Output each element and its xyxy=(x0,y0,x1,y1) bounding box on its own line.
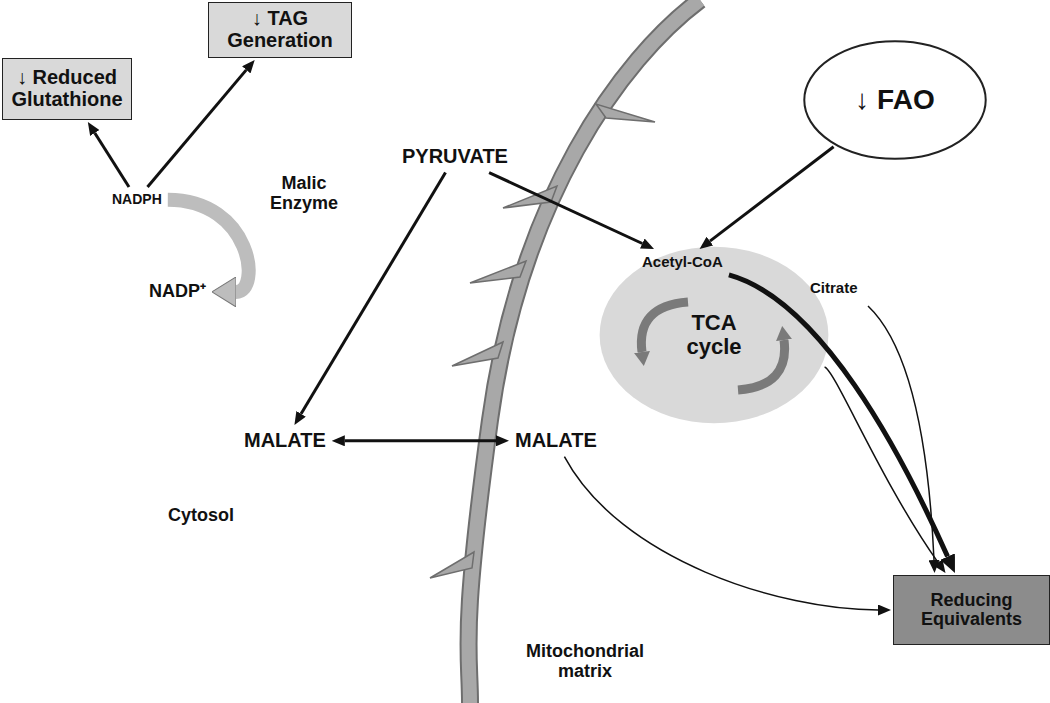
process-ellipse: ↓ FAO xyxy=(803,40,987,160)
mitochondrial-membrane xyxy=(430,0,700,703)
cycle-arrows xyxy=(641,302,784,390)
node-text: PYRUVATE xyxy=(402,146,508,168)
node-text: MALATE xyxy=(515,430,597,452)
flux-arrow xyxy=(489,173,642,244)
node-text: MALATE xyxy=(244,430,326,452)
outcome-box: ↓ TAG Generation xyxy=(208,2,352,58)
reaction-arrow xyxy=(168,200,249,292)
metabolite-node: PYRUVATE xyxy=(400,145,510,169)
node-text: ↓ Reduced Glutathione xyxy=(8,67,126,110)
metabolite-node: Acetyl-CoA xyxy=(640,253,725,271)
citrate-line xyxy=(868,306,934,560)
metabolite-node: MALATE xyxy=(513,429,599,453)
output-box: Reducing Equivalents xyxy=(893,575,1050,645)
node-text: Reducing Equivalents xyxy=(899,591,1044,630)
node-text: ↓ TAG Generation xyxy=(214,8,346,51)
flux-arrow xyxy=(825,367,938,562)
compartment-label: Cytosol xyxy=(168,506,234,526)
flux-arrow xyxy=(95,133,129,187)
compartment-label: Mitochondrial matrix xyxy=(508,642,662,682)
flux-arrow xyxy=(301,173,445,414)
flux-arrow xyxy=(564,457,878,610)
flux-arrow xyxy=(729,275,948,557)
enzyme-label: Malic Enzyme xyxy=(258,174,350,214)
metabolite-node: NADP⁺ xyxy=(147,281,208,302)
node-text: ↓ FAO xyxy=(855,85,934,115)
cycle-ellipse: TCA cycle xyxy=(598,245,830,425)
metabolite-label: Citrate xyxy=(810,280,858,297)
node-text: TCA cycle xyxy=(668,311,760,359)
outcome-box: ↓ Reduced Glutathione xyxy=(2,58,132,120)
node-text: NADP⁺ xyxy=(149,282,206,301)
node-text: NADPH xyxy=(112,192,162,207)
node-text: Acetyl-CoA xyxy=(642,254,723,270)
flux-arrow xyxy=(345,439,496,442)
flux-arrow xyxy=(710,147,834,241)
metabolite-node: NADPH xyxy=(110,191,164,208)
flux-arrow xyxy=(148,70,247,187)
metabolite-node: MALATE xyxy=(242,429,328,453)
